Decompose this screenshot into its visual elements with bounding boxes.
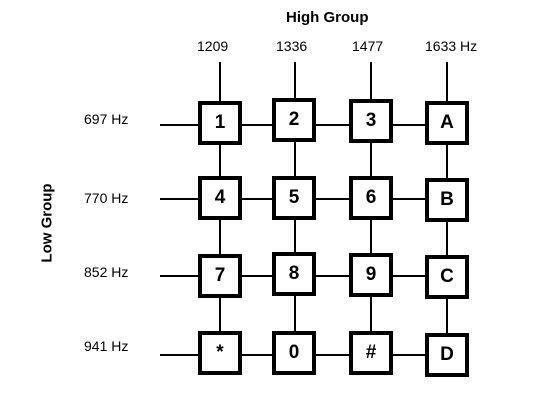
- high-freq-label-1: 1209: [197, 38, 229, 54]
- key-star[interactable]: *: [198, 331, 242, 375]
- low-freq-label-4: 941 Hz: [84, 338, 129, 354]
- key-a[interactable]: A: [425, 101, 469, 145]
- high-group-title: High Group: [286, 9, 369, 26]
- high-freq-label-2: 1336: [276, 38, 308, 54]
- high-freq-label-4: 1633 Hz: [425, 38, 478, 54]
- key-b[interactable]: B: [425, 178, 469, 222]
- high-freq-label-3: 1477: [352, 38, 384, 54]
- key-2[interactable]: 2: [272, 98, 316, 142]
- key-5[interactable]: 5: [272, 176, 316, 220]
- key-c[interactable]: C: [425, 255, 469, 299]
- key-7[interactable]: 7: [198, 254, 242, 298]
- key-9[interactable]: 9: [349, 253, 393, 297]
- low-freq-label-3: 852 Hz: [84, 264, 129, 280]
- low-freq-label-2: 770 Hz: [84, 190, 129, 206]
- low-group-title: Low Group: [38, 183, 56, 263]
- key-4[interactable]: 4: [198, 176, 242, 220]
- key-6[interactable]: 6: [349, 176, 393, 220]
- key-d[interactable]: D: [425, 333, 469, 377]
- key-0[interactable]: 0: [272, 331, 316, 375]
- key-hash[interactable]: #: [349, 331, 393, 375]
- key-1[interactable]: 1: [198, 101, 242, 145]
- key-8[interactable]: 8: [272, 252, 316, 296]
- low-freq-label-1: 697 Hz: [84, 111, 129, 127]
- key-3[interactable]: 3: [349, 99, 393, 143]
